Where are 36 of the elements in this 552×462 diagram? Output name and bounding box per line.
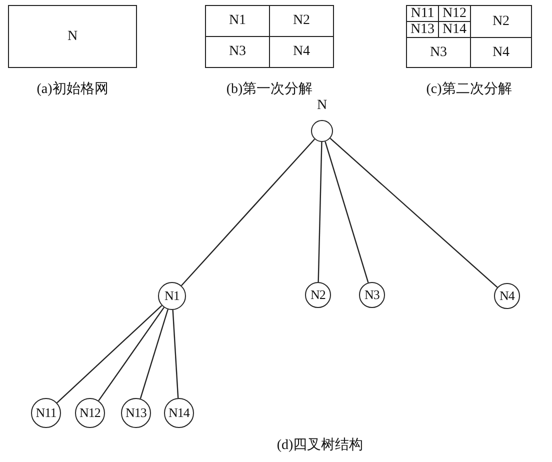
grid-cell: N2 bbox=[471, 6, 531, 37]
connector-line bbox=[330, 138, 498, 288]
connector-line bbox=[172, 310, 179, 398]
grid-panel bbox=[406, 5, 532, 68]
grid-cell: N13 bbox=[407, 22, 438, 37]
grid-cell: N4 bbox=[471, 38, 531, 67]
tree-node: N1 bbox=[158, 282, 186, 310]
panel-label: N bbox=[67, 28, 78, 44]
grid-cell: N3 bbox=[407, 38, 470, 67]
tree-node: N2 bbox=[305, 282, 331, 308]
panel-caption: (a)初始格网 bbox=[36, 80, 108, 98]
tree-node: N3 bbox=[359, 282, 385, 308]
panel-caption: (c)第二次分解 bbox=[426, 80, 512, 98]
connector-line bbox=[180, 138, 316, 286]
grid-cell: N11 bbox=[407, 6, 438, 21]
grid-panel bbox=[205, 5, 334, 68]
grid-cell: N14 bbox=[439, 22, 470, 37]
connector-line bbox=[324, 141, 369, 283]
tree-node: N13 bbox=[121, 398, 151, 428]
node-label: N bbox=[316, 98, 328, 114]
tree-node: N11 bbox=[31, 398, 61, 428]
grid-cell: N3 bbox=[206, 37, 269, 67]
grid-cell: N4 bbox=[270, 37, 333, 67]
tree-node: N4 bbox=[494, 283, 520, 309]
grid-cell: N12 bbox=[439, 6, 470, 21]
figure-caption: (d)四叉树结构 bbox=[276, 436, 364, 454]
connector-line bbox=[98, 307, 164, 402]
connector-line bbox=[318, 142, 322, 282]
grid-cell: N2 bbox=[270, 6, 333, 36]
tree-node: N12 bbox=[75, 398, 105, 428]
grid-cell: N1 bbox=[206, 6, 269, 36]
connector-line bbox=[56, 305, 162, 404]
panel-caption: (b)第一次分解 bbox=[226, 80, 313, 98]
connector-line bbox=[140, 309, 168, 399]
tree-node: N14 bbox=[164, 398, 194, 428]
grid-panel bbox=[8, 5, 137, 68]
